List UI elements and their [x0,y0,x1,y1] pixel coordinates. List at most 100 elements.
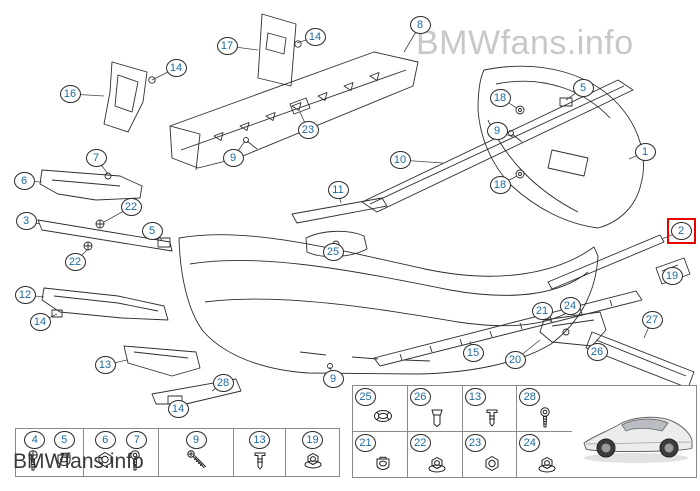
part-callout-6[interactable]: 6 [13,172,35,190]
fastener-cell: 25 [353,386,408,432]
part-callout-28[interactable]: 28 [212,374,234,392]
watermark-bottom: BMWfans.info [13,450,144,473]
fastener-cell: 21 [353,432,408,478]
torx-screw-icon [130,450,140,471]
fastener-item-6: 6 [94,431,116,472]
fastener-icon-wrap [127,450,147,472]
hex-nut-icon [98,452,112,467]
fastener-cell: 23 [463,432,518,478]
fastener-icon-wrap [25,450,45,472]
fastener-item-7: 7 [126,431,148,472]
fastener-icon-wrap [303,450,323,472]
fastener-cell: 28 [517,386,572,432]
fastener-cell: 13 [234,429,286,476]
fastener-cell: 24 [517,432,572,478]
fastener-cell: 13 [462,386,518,432]
push-clip-icon [431,409,443,427]
part-callout-7[interactable]: 7 [85,149,107,167]
part-callout-24[interactable]: 24 [519,434,541,452]
part-callout-9[interactable]: 9 [222,149,244,167]
hex-nut-icon [485,456,499,471]
part-callout-22[interactable]: 22 [120,198,142,216]
part-callout-3[interactable]: 3 [15,212,37,230]
fastener-grid: 25 26 13 28 21 22 23 24 [352,385,573,478]
part-callout-14[interactable]: 14 [167,400,189,418]
part-callout-26[interactable]: 26 [409,388,431,406]
fastener-item-9: 9 [185,431,207,472]
part-callout-6[interactable]: 6 [94,431,116,449]
fastener-icon-wrap [427,454,447,476]
fastener-item-13: 13 [249,431,270,472]
fastener-icon-wrap [427,407,447,429]
part-callout-20[interactable]: 20 [504,351,526,369]
part-callout-14[interactable]: 14 [304,28,326,46]
part-callout-4[interactable]: 4 [24,431,46,449]
watermark-top: BMWfans.info [416,24,634,62]
expansion-rivet-icon [486,409,498,427]
car-thumbnail-image [583,416,693,463]
part-callout-8[interactable]: 8 [409,16,431,34]
part-callout-18[interactable]: 18 [489,176,511,194]
part-callout-13[interactable]: 13 [464,388,486,406]
fastener-icon-wrap [373,454,393,476]
part-callout-9[interactable]: 9 [486,122,508,140]
fastener-cell: 22 [408,432,463,478]
fastener-cell: 9 [159,429,234,476]
part-callout-14[interactable]: 14 [29,313,51,331]
part-callout-9[interactable]: 9 [322,370,344,388]
part-callout-17[interactable]: 17 [216,37,238,55]
part-callout-7[interactable]: 7 [126,431,148,449]
part-callout-24[interactable]: 24 [559,297,581,315]
part-callout-28[interactable]: 28 [519,388,541,406]
torx-screw-icon [540,407,551,428]
part-callout-22[interactable]: 22 [64,253,86,271]
part-callout-1[interactable]: 1 [634,143,656,161]
part-callout-25[interactable]: 25 [322,243,344,261]
part-callout-5[interactable]: 5 [141,222,163,240]
flange-nut-icon [428,457,446,473]
fastener-icon-wrap [95,450,115,472]
vehicle-thumbnail-cell [572,385,697,478]
c-clip-icon [376,456,390,470]
part-callout-27[interactable]: 27 [641,311,663,329]
part-callout-16[interactable]: 16 [59,85,81,103]
fastener-icon-wrap [482,407,502,429]
fastener-icon-wrap [373,407,393,429]
part-callout-13[interactable]: 13 [249,431,270,449]
part-callout-12[interactable]: 12 [14,286,36,304]
part-callout-21[interactable]: 21 [355,434,376,452]
part-callout-13[interactable]: 13 [94,356,116,374]
part-callout-11[interactable]: 11 [327,181,349,199]
part-callout-19[interactable]: 19 [661,267,683,285]
part-callout-14[interactable]: 14 [165,59,187,77]
phillips-screw-icon [28,450,38,471]
fastener-icon-wrap [54,450,74,472]
part-callout-21[interactable]: 21 [531,302,553,320]
part-callout-2[interactable]: 2 [670,222,692,240]
part-callout-19[interactable]: 19 [302,431,323,449]
part-callout-22[interactable]: 22 [409,434,431,452]
flange-nut-icon [538,457,556,473]
fastener-icon-wrap [537,407,557,429]
part-callout-26[interactable]: 26 [586,343,608,361]
long-screw-icon [187,450,206,468]
fastener-icon-wrap [537,454,557,476]
part-callout-25[interactable]: 25 [355,388,376,406]
part-callout-18[interactable]: 18 [489,89,511,107]
grommet-icon [373,410,392,422]
part-callout-15[interactable]: 15 [462,344,484,362]
part-callout-10[interactable]: 10 [389,151,411,169]
part-callout-9[interactable]: 9 [185,431,207,449]
fastener-item-5: 5 [53,431,75,472]
part-callout-23[interactable]: 23 [464,434,486,452]
part-callout-5[interactable]: 5 [53,431,75,449]
part-callout-23[interactable]: 23 [297,121,319,139]
flange-nut-icon [304,453,321,469]
part-callout-5[interactable]: 5 [572,79,594,97]
fastener-item-19: 19 [302,431,323,472]
